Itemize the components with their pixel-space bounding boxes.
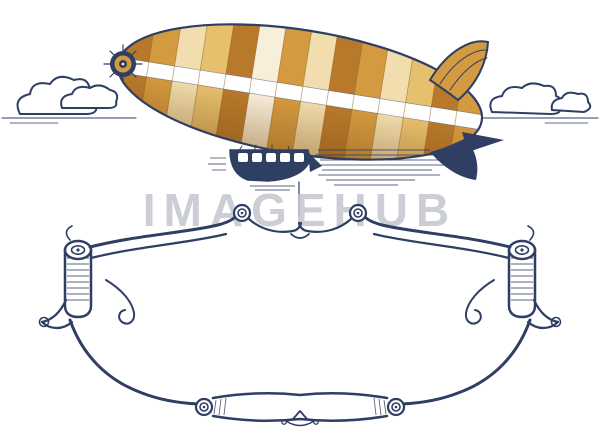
banner-swirl-right	[464, 279, 495, 325]
cloud-right	[489, 82, 592, 116]
gondola	[229, 149, 322, 182]
banner-bottom-scroll	[194, 392, 406, 427]
banner-side-sweep-left	[68, 318, 200, 406]
tail-fin-top	[428, 40, 490, 102]
cloud-left	[16, 75, 119, 115]
gondola-rudder	[308, 152, 322, 172]
nose-cone	[103, 44, 143, 84]
banner-swirl-left	[105, 279, 136, 325]
banner-side-sweep-right	[400, 318, 532, 406]
tail-fin-bottom	[430, 138, 478, 180]
horizon-lines	[1, 117, 599, 124]
scroll-roll-right	[507, 225, 562, 330]
watermark-text: IMAGEHUB	[143, 184, 457, 236]
speed-lines	[208, 149, 448, 191]
scroll-banner	[38, 203, 562, 427]
scroll-roll-left	[38, 225, 93, 330]
gondola-windows	[238, 153, 304, 162]
banner-top-ribbon	[88, 203, 512, 260]
tail-fin-rear	[462, 132, 504, 152]
